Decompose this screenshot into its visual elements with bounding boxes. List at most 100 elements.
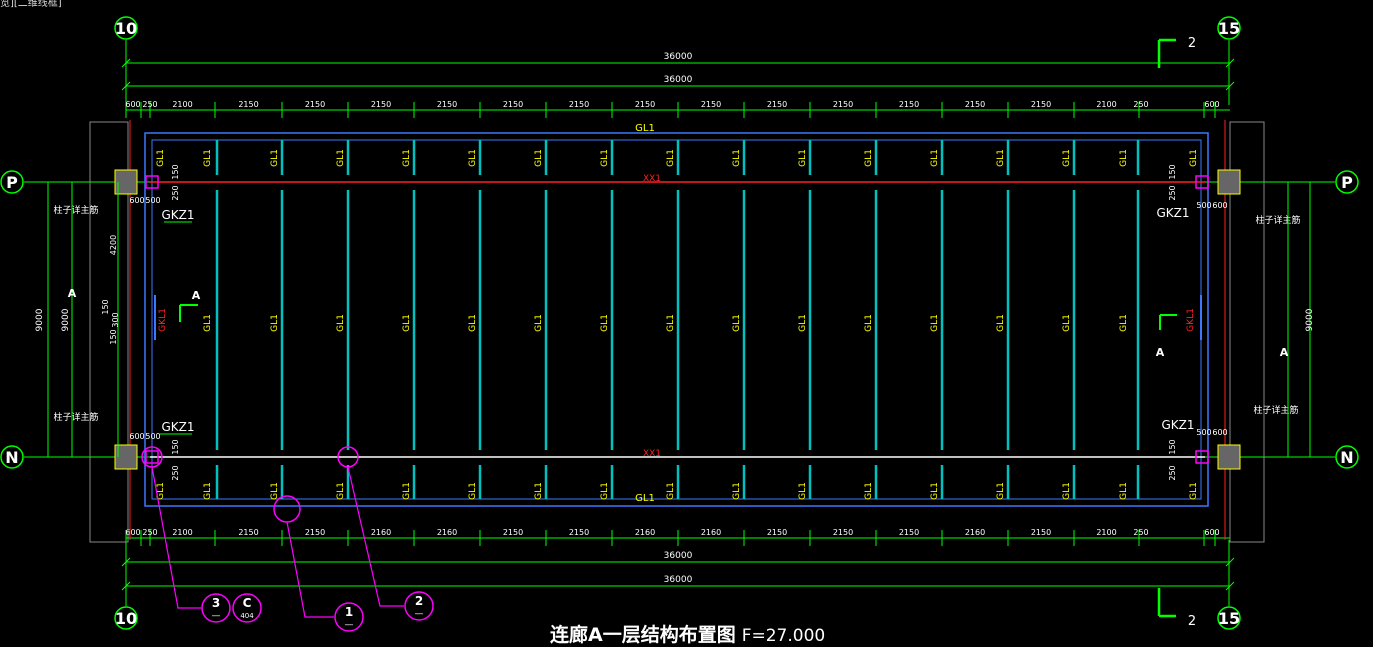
column-p-left bbox=[114, 169, 138, 195]
small-dim-n-right-b: 250 bbox=[1168, 465, 1177, 480]
overall-dim-top-2-tick bbox=[121, 81, 131, 91]
dim-chain-top-text: 2150 bbox=[371, 100, 391, 109]
offset-p-right-b: 600 bbox=[1212, 201, 1227, 210]
column-note-n-left: 柱子详主筋 bbox=[53, 411, 98, 423]
dim-chain-top-text: 2100 bbox=[172, 100, 192, 109]
dim-chain-bottom-text: 600 bbox=[125, 528, 140, 537]
column-note-p-right: 柱子详主筋 bbox=[1255, 214, 1300, 226]
small-dim-n-right-a: 150 bbox=[1168, 439, 1177, 454]
beam-label-upper-8: GL1 bbox=[666, 149, 676, 167]
view-tab-label: 览][二维线框] bbox=[0, 0, 62, 9]
offset-p-left-a: 600 bbox=[129, 196, 144, 205]
dim-chain-bottom-text: 2100 bbox=[172, 528, 192, 537]
dim-chain-bottom-text: 2150 bbox=[833, 528, 853, 537]
small-dim-p-right-a: 150 bbox=[1168, 164, 1177, 179]
beam-label-upper-6: GL1 bbox=[534, 149, 544, 167]
dim-chain-bottom-text: 250 bbox=[142, 528, 157, 537]
dim-chain-top-text: 600 bbox=[125, 100, 140, 109]
axis-bubble-n-right-circle bbox=[1335, 445, 1359, 469]
overall-dim-top-2-tick bbox=[1225, 81, 1235, 91]
dim-chain-top-text: 250 bbox=[142, 100, 157, 109]
dim-chain-bottom-text: 2150 bbox=[1031, 528, 1051, 537]
detail-number-1: 3 bbox=[212, 596, 220, 610]
beam-label-lower-7: GL1 bbox=[600, 482, 610, 500]
section-a-left-1: A bbox=[68, 287, 77, 300]
dim-chain-bottom-text: 2150 bbox=[569, 528, 589, 537]
beam-label-lower-10: GL1 bbox=[798, 482, 808, 500]
column-n-right bbox=[1217, 444, 1241, 470]
column-note-n-right: 柱子详主筋 bbox=[1253, 404, 1298, 416]
beam-label-top: GL1 bbox=[635, 123, 655, 134]
beam-label-upper-13: GL1 bbox=[996, 149, 1006, 167]
beam-label-lower-8: GL1 bbox=[666, 482, 676, 500]
beam-label-mid-11: GL1 bbox=[864, 314, 874, 332]
beam-label-lower-14: GL1 bbox=[1062, 482, 1072, 500]
detail-ref-4: — bbox=[415, 609, 424, 619]
beam-label-upper-7: GL1 bbox=[600, 149, 610, 167]
inner-blue-frame bbox=[151, 139, 1202, 500]
vertical-dim-right-text: 9000 bbox=[1305, 308, 1315, 331]
beam-label-mid-10: GL1 bbox=[798, 314, 808, 332]
beam-label-lower-11: GL1 bbox=[864, 482, 874, 500]
detail-ref-3: — bbox=[345, 620, 354, 630]
callout-leader-2 bbox=[347, 466, 404, 607]
overall-dim-bottom-2-tick bbox=[1225, 581, 1235, 591]
column-note-p-left: 柱子详主筋 bbox=[53, 204, 98, 216]
gkz-label-p-left: GKZ1 bbox=[161, 208, 194, 222]
overall-dim-bottom-2-text: 36000 bbox=[664, 575, 693, 585]
left-inner-dim-150a: 150 bbox=[101, 299, 110, 314]
dim-chain-bottom-text: 2160 bbox=[371, 528, 391, 537]
offset-n-right-b: 600 bbox=[1212, 428, 1227, 437]
beam-label-upper-9: GL1 bbox=[732, 149, 742, 167]
overall-dim-bottom-1-text: 36000 bbox=[664, 551, 693, 561]
axis-bubble-left-bottom-circle bbox=[114, 606, 138, 630]
detail-bubble-3 bbox=[334, 602, 364, 632]
axis-bubble-left-bottom-label: 10 bbox=[115, 609, 137, 628]
small-dim-p-left-a: 150 bbox=[171, 164, 180, 179]
dim-chain-top-text: 2150 bbox=[569, 100, 589, 109]
column-p-right bbox=[1217, 169, 1241, 195]
right-frame-outline bbox=[1229, 121, 1265, 543]
beam-label-mid-2: GL1 bbox=[270, 314, 280, 332]
gkl-label-right: GKL1 bbox=[1186, 308, 1196, 332]
outer-blue-frame bbox=[144, 132, 1209, 507]
beam-label-upper-12: GL1 bbox=[930, 149, 940, 167]
dim-chain-bottom-text: 600 bbox=[1204, 528, 1219, 537]
detail-bubble-4 bbox=[404, 591, 434, 621]
dim-chain-bottom-text: 2150 bbox=[238, 528, 258, 537]
beam-label-mid-14: GL1 bbox=[1062, 314, 1072, 332]
callout-circle-1 bbox=[273, 495, 301, 523]
section-a-right-2: A bbox=[1280, 346, 1289, 359]
overall-dim-top-1-tick bbox=[121, 58, 131, 68]
left-inner-dim-4200: 4200 bbox=[109, 235, 118, 255]
offset-p-left-b: 500 bbox=[145, 196, 160, 205]
beam-label-upper-2: GL1 bbox=[270, 149, 280, 167]
overall-dim-bottom-2-tick bbox=[121, 581, 131, 591]
axis-bubble-left-top-circle bbox=[114, 16, 138, 40]
axis-bubble-p-left-circle bbox=[0, 170, 24, 194]
dim-chain-bottom-text: 2150 bbox=[503, 528, 523, 537]
overall-dim-top-2-text: 36000 bbox=[664, 75, 693, 85]
beam-label-lower-1: GL1 bbox=[203, 482, 213, 500]
column-connector-p-left bbox=[145, 175, 159, 189]
small-dim-p-left-b: 250 bbox=[171, 185, 180, 200]
detail-number-4: 2 bbox=[415, 594, 423, 608]
beam-label-mid-9: GL1 bbox=[732, 314, 742, 332]
column-n-left bbox=[114, 444, 138, 470]
axis-bubble-n-left-label: N bbox=[5, 448, 18, 467]
drawing-title-text: 连廊A一层结构布置图 bbox=[550, 624, 736, 646]
gkz-label-n-left: GKZ1 bbox=[161, 420, 194, 434]
dim-chain-top-text: 2150 bbox=[635, 100, 655, 109]
small-dim-n-left-b: 250 bbox=[171, 465, 180, 480]
tie-label-top: XX1 bbox=[643, 174, 661, 184]
detail-number-2: C bbox=[243, 596, 252, 610]
beam-label-edge-right-bottom: GL1 bbox=[1189, 482, 1199, 500]
dim-chain-top-text: 2150 bbox=[305, 100, 325, 109]
offset-n-left-a: 600 bbox=[129, 432, 144, 441]
beam-label-mid-13: GL1 bbox=[996, 314, 1006, 332]
beam-label-upper-5: GL1 bbox=[468, 149, 478, 167]
dim-chain-top-text: 2100 bbox=[1096, 100, 1116, 109]
detail-ref-2: 404 bbox=[240, 612, 254, 620]
axis-bubble-n-right-label: N bbox=[1340, 448, 1353, 467]
